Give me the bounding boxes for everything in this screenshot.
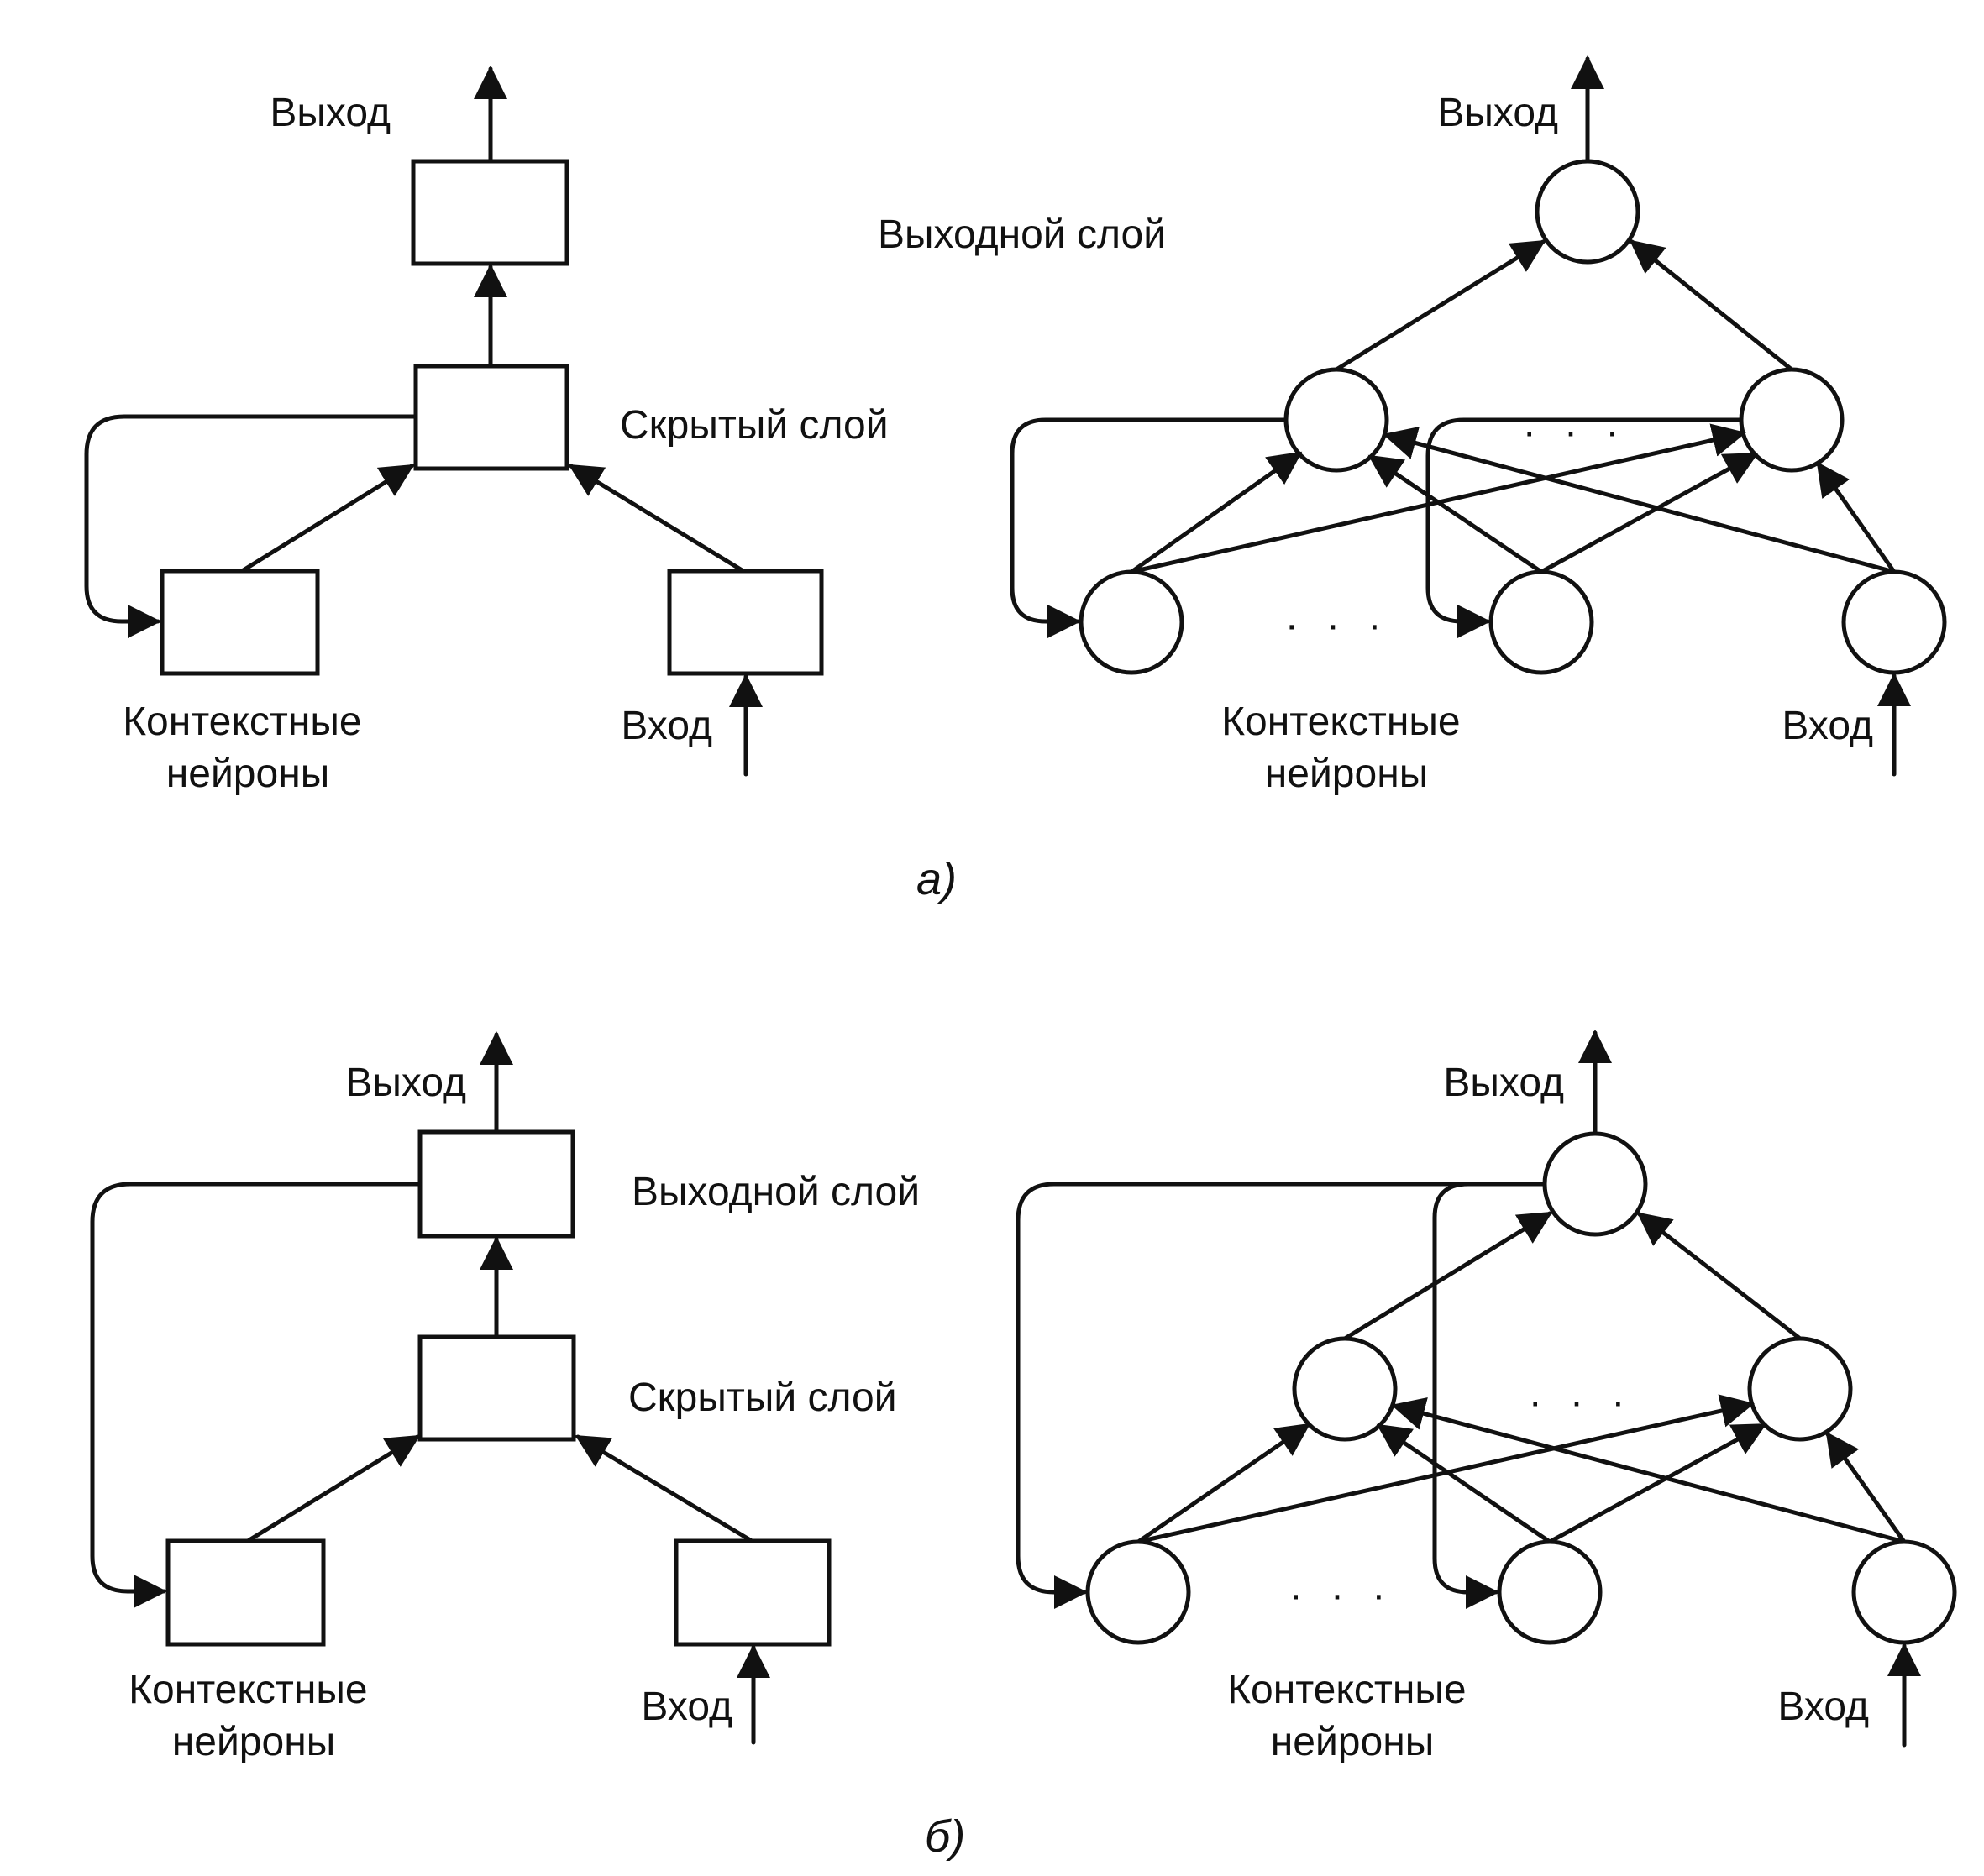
output-layer-box [411, 159, 569, 266]
hidden-layer-label: Скрытый слой [620, 403, 889, 448]
input-box [674, 1538, 832, 1647]
input-box [667, 569, 824, 676]
figure-a-block-diagram: Выход Выходной слой Скрытый слой Контекс… [84, 66, 1166, 796]
context-label: Контекстные нейроны [1227, 1668, 1478, 1764]
context-label: Контекстные нейроны [129, 1668, 379, 1764]
context-ellipsis: · · · [1285, 603, 1390, 647]
input-neuron [1841, 569, 1947, 675]
context-neurons-box [160, 569, 320, 676]
feedback-hidden-to-context [84, 414, 418, 638]
output-label: Выход [1443, 1061, 1564, 1105]
context-label-line1: Контекстные [1221, 700, 1461, 744]
caption-b: б) [925, 1811, 965, 1862]
input-to-hidden-arrow [575, 1434, 754, 1543]
edge-input-to-hidden1 [1383, 427, 1897, 574]
context-to-hidden-arrow [239, 464, 415, 574]
feedback-output-to-context1 [1016, 1182, 1547, 1609]
output-label: Выход [345, 1061, 466, 1105]
edge-input-to-hidden2 [1816, 461, 1897, 574]
hidden-ellipsis: · · · [1523, 410, 1628, 454]
hidden-ellipsis: · · · [1529, 1380, 1634, 1424]
output-neuron [1535, 159, 1640, 265]
output-layer-label: Выходной слой [632, 1170, 920, 1214]
edge-input-to-hidden1 [1391, 1397, 1907, 1544]
context-label-line2: нейроны [172, 1720, 335, 1764]
edge-context2-to-hidden1 [1367, 454, 1544, 574]
context-label-line1: Контекстные [1227, 1668, 1467, 1712]
input-label: Вход [641, 1685, 732, 1729]
output-layer-box [417, 1129, 575, 1239]
context-label-line2: нейроны [1271, 1720, 1434, 1764]
feedback-output-to-context [90, 1182, 423, 1608]
input-neuron [1851, 1539, 1957, 1645]
context-neuron-2 [1497, 1539, 1603, 1645]
context-neurons-box [165, 1538, 326, 1647]
hidden-layer-box [413, 364, 569, 471]
edge-input-to-hidden2 [1825, 1431, 1907, 1544]
edge-context2-to-hidden1 [1376, 1423, 1552, 1544]
output-label: Выход [1437, 91, 1558, 135]
context-label-line2: нейроны [1265, 752, 1428, 796]
context-neuron-1 [1079, 569, 1184, 675]
feedback-hidden2-to-context2 [1425, 417, 1744, 638]
hidden-layer-box [417, 1334, 576, 1442]
edge-hidden1-to-output [1334, 239, 1546, 372]
edge-hidden2-to-output [1629, 239, 1794, 372]
input-label: Вход [1782, 704, 1873, 748]
output-neuron [1542, 1131, 1648, 1237]
figure-b-network-diagram: Выход · · · · · · Контекстные нейроны Вх… [1016, 1030, 1957, 1764]
output-label: Выход [270, 91, 391, 135]
edge-context1-to-hidden1 [1136, 1423, 1311, 1544]
edge-context2-to-hidden2 [1547, 1423, 1767, 1544]
context-label-line1: Контекстные [123, 700, 362, 744]
context-to-hidden-arrow [245, 1434, 421, 1543]
edge-hidden1-to-output [1342, 1211, 1553, 1341]
input-label: Вход [1777, 1685, 1869, 1729]
edge-context2-to-hidden2 [1539, 452, 1759, 574]
context-label-line1: Контекстные [129, 1668, 368, 1712]
context-label: Контекстные нейроны [123, 700, 373, 796]
figure-b-block-diagram: Выход Выходной слой Скрытый слой Контекс… [90, 1031, 920, 1764]
edge-hidden2-to-output [1636, 1212, 1803, 1341]
edge-context1-to-hidden1 [1129, 451, 1303, 574]
context-ellipsis: · · · [1289, 1573, 1394, 1617]
context-label: Контекстные нейроны [1221, 700, 1472, 796]
context-label-line2: нейроны [166, 752, 329, 796]
feedback-output-to-context2 [1432, 1182, 1547, 1609]
hidden-layer-label: Скрытый слой [628, 1376, 897, 1420]
input-label: Вход [621, 704, 712, 748]
context-neuron-2 [1488, 569, 1594, 675]
figure-a-network-diagram: Выход · · · · · · Контекстные нейроны Вх… [1010, 55, 1947, 796]
output-layer-label: Выходной слой [878, 212, 1166, 257]
caption-a: а) [916, 854, 957, 904]
input-to-hidden-arrow [568, 464, 746, 574]
context-neuron-1 [1085, 1539, 1191, 1645]
feedback-hidden1-to-context1 [1010, 417, 1289, 638]
